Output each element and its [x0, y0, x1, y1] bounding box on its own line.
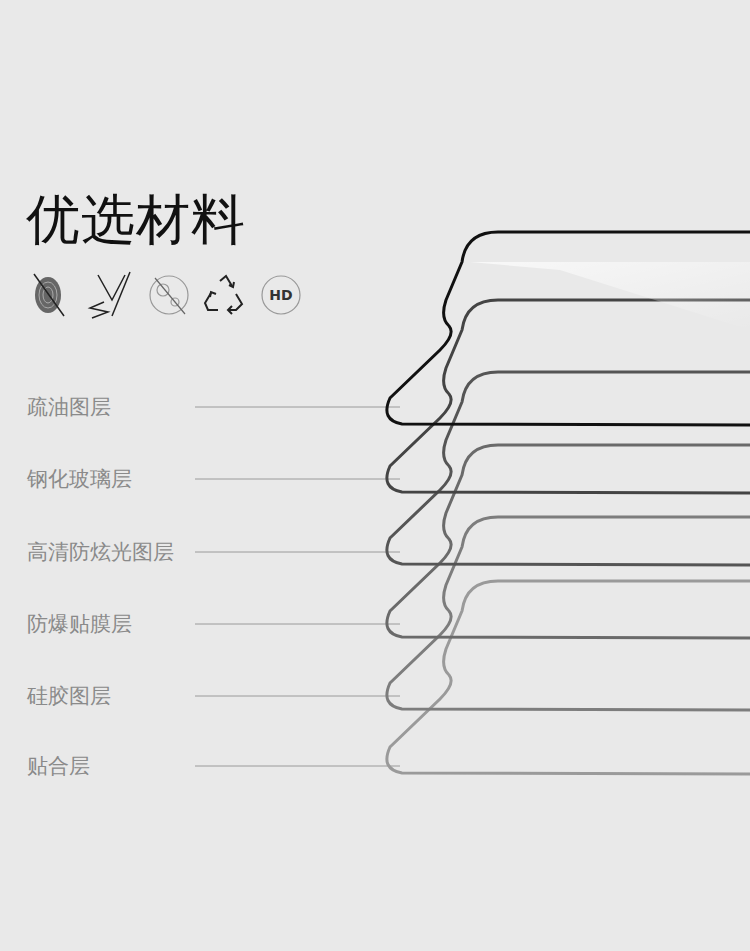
film-stack	[387, 232, 750, 774]
icon-row	[34, 272, 300, 318]
scratch-resistant-icon	[90, 272, 130, 318]
hd-badge	[262, 276, 300, 314]
badge-text: HD	[269, 288, 292, 302]
anti-bubble-icon	[150, 276, 188, 314]
layer-label: 贴合层	[27, 756, 90, 777]
layer-label: 防爆贴膜层	[27, 614, 132, 635]
heading: 优选材料	[26, 188, 246, 253]
anti-fingerprint-icon	[34, 274, 64, 316]
layer-label: 硅胶图层	[27, 686, 111, 707]
layer-label: 钢化玻璃层	[27, 469, 132, 490]
layer-label: 高清防炫光图层	[27, 542, 174, 563]
leader-lines	[195, 407, 400, 766]
layer-label: 疏油图层	[27, 397, 111, 418]
recyclable-icon	[205, 276, 242, 314]
